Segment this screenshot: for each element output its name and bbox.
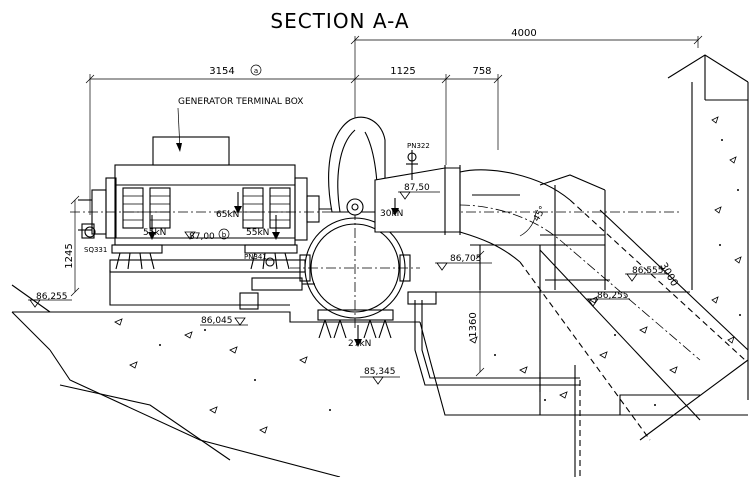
dim-3154: 3154 bbox=[209, 66, 234, 77]
marker-b-circle bbox=[218, 228, 230, 240]
elev-86-255-right: 86,255 bbox=[597, 291, 629, 301]
elev-87-00: 87,00 bbox=[189, 232, 215, 242]
load-65kn: 65kN bbox=[216, 210, 239, 220]
loads: 65kN 55kN 55kN 30kN 27kN bbox=[143, 192, 403, 349]
dim-758: 758 bbox=[472, 66, 491, 77]
elev-86-705: 86,705 bbox=[450, 254, 482, 264]
elev-86-045: 86,045 bbox=[201, 316, 233, 326]
marker-a: a bbox=[254, 67, 258, 75]
dim-1245: 1245 bbox=[64, 243, 75, 268]
terminal-box-label: GENERATOR TERMINAL BOX bbox=[178, 97, 303, 107]
elev-87-50: 87,50 bbox=[404, 183, 430, 193]
elev-85-345: 85,345 bbox=[364, 367, 396, 377]
inlet-elbow bbox=[328, 116, 386, 216]
dim-1125: 1125 bbox=[390, 66, 415, 77]
valve-pn341: PN341 bbox=[239, 253, 315, 310]
concrete-floor bbox=[11, 270, 748, 477]
generator: GENERATOR TERMINAL BOX bbox=[78, 97, 345, 270]
load-55kn-right: 55kN bbox=[246, 228, 269, 238]
dimension-chain-top: 4000 3154 a 1125 758 bbox=[85, 28, 703, 300]
load-55kn-left: 55kN bbox=[143, 228, 166, 238]
dim-4000: 4000 bbox=[511, 28, 536, 39]
marker-b: b bbox=[222, 231, 227, 239]
elev-86-255-left: 86,255 bbox=[36, 292, 68, 302]
elev-86-555: 86,555 bbox=[632, 266, 664, 276]
valve-pn341-label: PN341 bbox=[244, 253, 267, 261]
elevations: 87,50 87,00 b 86,705 86,555 86,255 86,25… bbox=[28, 183, 665, 385]
building-wall bbox=[667, 54, 749, 400]
generator-housing bbox=[114, 164, 296, 246]
spiral-casing bbox=[290, 210, 420, 339]
outlet-pipe: 45° bbox=[374, 165, 701, 361]
sensor-sq331-label: SQ331 bbox=[84, 246, 107, 254]
marker-a-circle bbox=[250, 64, 262, 76]
generator-foundation: 1245 SQ331 bbox=[64, 195, 306, 297]
drain-pipe: 1360 bbox=[407, 250, 581, 477]
load-27kn: 27kN bbox=[348, 339, 371, 349]
dim-1360: 1360 bbox=[468, 312, 479, 337]
valve-pn322: PN322 bbox=[406, 142, 430, 180]
angle-45: 45° bbox=[532, 205, 549, 224]
terminal-box bbox=[152, 136, 230, 166]
load-30kn: 30kN bbox=[380, 209, 403, 219]
draft-tube: 3000 bbox=[519, 199, 749, 441]
valve-pn322-label: PN322 bbox=[407, 142, 430, 150]
section-title: SECTION A-A bbox=[270, 9, 409, 33]
